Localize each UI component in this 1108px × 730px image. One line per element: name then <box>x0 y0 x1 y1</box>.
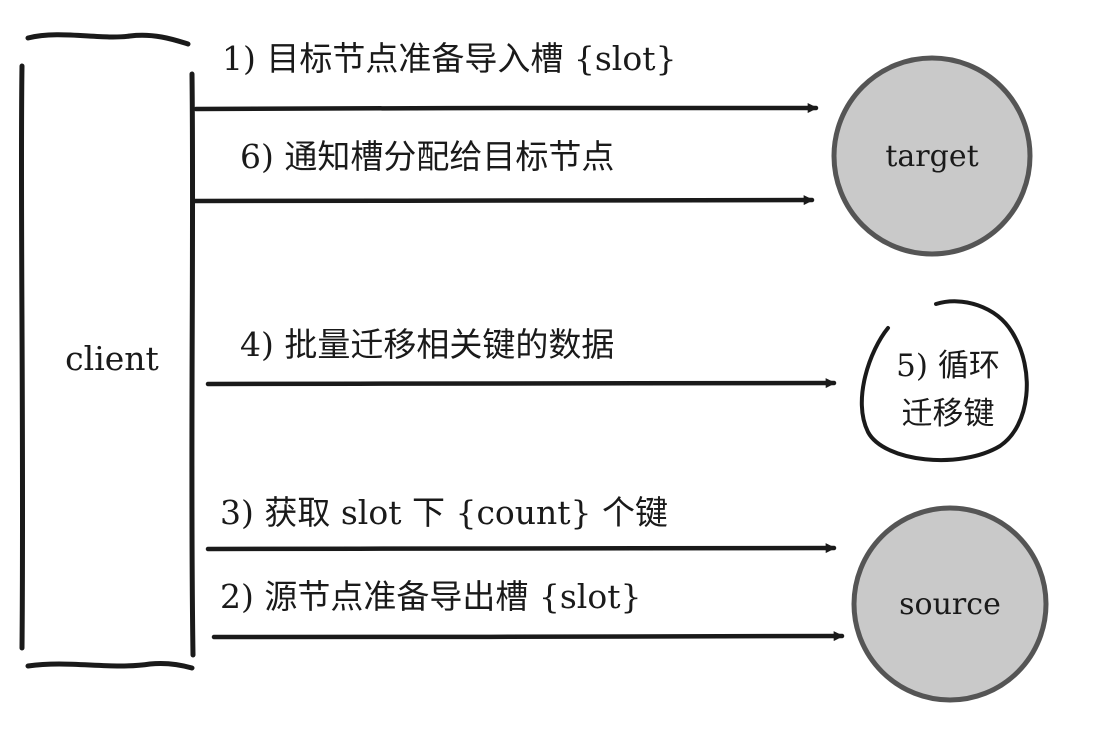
client-bracket <box>18 32 196 671</box>
client-bracket-right <box>189 71 196 658</box>
client-bracket-bottom <box>25 661 195 671</box>
step3-label: 3) 获取 slot 下 {count} 个键 <box>220 493 668 532</box>
arrows <box>191 103 845 642</box>
source-label: source <box>899 587 1001 622</box>
arrow-step1 <box>193 103 819 114</box>
step6-label: 6) 通知槽分配给目标节点 <box>240 137 614 176</box>
target-node <box>831 55 1033 257</box>
loop-note-line1: 5) 循环 <box>896 348 1000 384</box>
arrow-step6 <box>191 195 815 206</box>
client-label: client <box>65 339 159 378</box>
arrow-step3 <box>205 543 837 554</box>
source-node <box>851 505 1049 703</box>
step1-label: 1) 目标节点准备导入槽 {slot} <box>222 39 676 78</box>
loop-note-line2: 迁移键 <box>902 396 995 432</box>
arrow-step4 <box>205 378 837 389</box>
target-label: target <box>885 139 978 174</box>
client-bracket-left <box>18 63 26 651</box>
client-bracket-top <box>25 32 191 47</box>
step4-label: 4) 批量迁移相关键的数据 <box>240 325 614 364</box>
arrow-step2 <box>211 631 845 642</box>
step2-label: 2) 源节点准备导出槽 {slot} <box>220 577 641 616</box>
loop-curl <box>859 299 1029 463</box>
